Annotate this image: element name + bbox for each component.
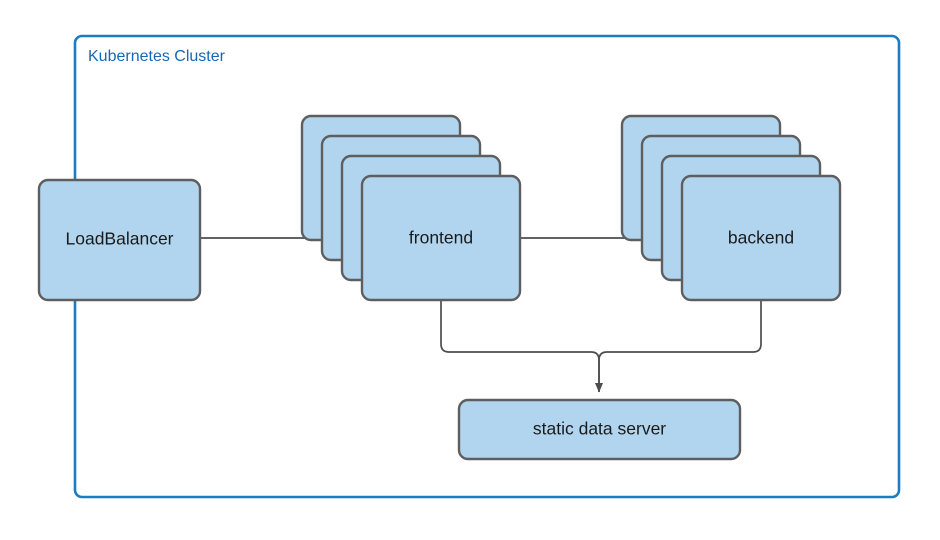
node-backend[interactable]: backend xyxy=(620,114,842,302)
loadbalancer-label: LoadBalancer xyxy=(66,229,174,249)
node-frontend[interactable]: frontend xyxy=(300,114,522,302)
node-loadbalancer[interactable]: LoadBalancer xyxy=(37,178,202,302)
static-data-server-box[interactable] xyxy=(457,398,742,461)
backend-label: backend xyxy=(728,228,794,248)
edge-backend-to-static-data-server xyxy=(595,300,762,393)
loadbalancer-box[interactable] xyxy=(37,178,202,302)
frontend-label: frontend xyxy=(409,228,473,248)
node-static-data-server[interactable]: static data server xyxy=(457,398,742,461)
edge-frontend-to-static-data-server xyxy=(440,300,603,393)
backend-box[interactable] xyxy=(680,174,842,302)
frontend-box[interactable] xyxy=(360,174,522,302)
cluster-title: Kubernetes Cluster xyxy=(88,48,226,65)
static-data-server-label: static data server xyxy=(533,419,666,439)
